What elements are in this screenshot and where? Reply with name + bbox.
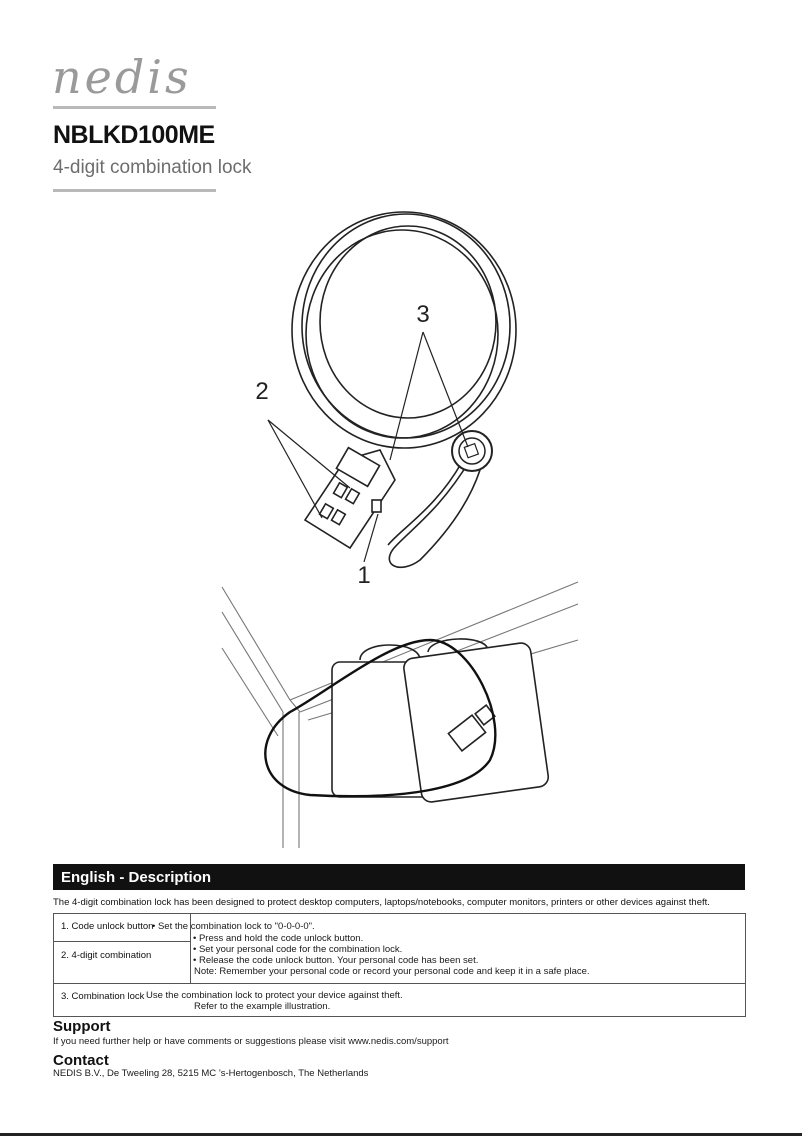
instruction-step-1: • Set the combination lock to "0-0-0-0".	[152, 921, 315, 932]
description-table: 1. Code unlock button 2. 4-digit combina…	[53, 913, 746, 1017]
product-subtitle: 4-digit combination lock	[53, 157, 252, 178]
callout-3: 3	[416, 301, 429, 328]
contact-heading: Contact	[53, 1052, 109, 1069]
bag-illustration	[331, 638, 550, 803]
product-illustration: 3 2 1	[221, 211, 579, 848]
instruction-step-3: • Set your personal code for the combina…	[193, 944, 403, 955]
callout-2: 2	[255, 378, 268, 405]
header-rule-bottom	[53, 189, 216, 192]
section-header-bar	[53, 864, 745, 890]
callout-lines	[267, 331, 469, 563]
instruction-note: Note: Remember your personal code or rec…	[194, 966, 590, 977]
security-cable	[264, 638, 497, 798]
row-label-1: 1. Code unlock button	[61, 921, 154, 932]
header-rule-top	[53, 106, 216, 109]
combination-lock	[303, 446, 396, 550]
intro-text: The 4-digit combination lock has been de…	[53, 897, 710, 908]
usage-reference: Refer to the example illustration.	[194, 1001, 331, 1012]
row-label-3: 3. Combination lock	[61, 991, 145, 1002]
section-title: English - Description	[61, 869, 212, 886]
callout-1: 1	[357, 562, 370, 589]
support-text: If you need further help or have comment…	[53, 1036, 449, 1047]
row-label-2: 2. 4-digit combination	[61, 950, 152, 961]
usage-text: Use the combination lock to protect your…	[146, 990, 403, 1001]
model-number: NBLKD100ME	[53, 121, 215, 149]
page-bottom-rule	[0, 1133, 802, 1136]
cable-coil	[291, 211, 517, 569]
table-row: 2. 4-digit combination	[53, 941, 191, 984]
instruction-step-4: • Release the code unlock button. Your p…	[193, 955, 479, 966]
table-row: 3. Combination lock	[53, 983, 746, 1017]
nedis-logo: nedis	[52, 50, 192, 104]
cable-eyelet	[451, 430, 493, 472]
contact-text: NEDIS B.V., De Tweeling 28, 5215 MC ’s-H…	[53, 1068, 369, 1079]
support-heading: Support	[53, 1018, 111, 1035]
instruction-step-2: • Press and hold the code unlock button.	[193, 933, 364, 944]
table-row: 1. Code unlock button	[53, 913, 191, 942]
